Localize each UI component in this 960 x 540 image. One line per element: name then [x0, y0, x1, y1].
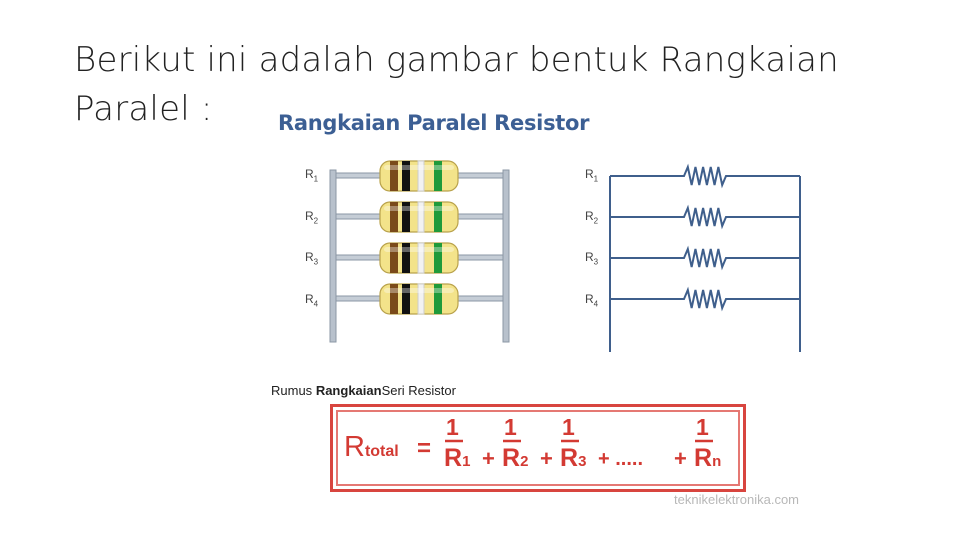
schematic-resistor-4 [610, 286, 800, 312]
color-band [434, 161, 442, 191]
denominator-r2: R2 [502, 444, 529, 472]
label-r4-right: R4 [585, 292, 599, 309]
color-band [402, 243, 410, 273]
plus-n: + [674, 446, 687, 471]
physical-resistor-2 [335, 201, 504, 233]
color-band [402, 284, 410, 314]
zigzag [610, 163, 800, 189]
physical-resistor-4 [335, 283, 504, 315]
color-band [434, 284, 442, 314]
diagram-title: Rangkaian Paralel Resistor [278, 111, 590, 135]
right-rail [502, 169, 510, 343]
schematic-resistor-1 [610, 163, 800, 189]
highlight [384, 247, 454, 252]
left-rail [329, 169, 337, 343]
label-r1-right: R1 [585, 167, 599, 184]
zigzag [610, 204, 800, 230]
label-r3-right: R3 [585, 250, 599, 267]
color-band [402, 161, 410, 191]
zigzag [610, 286, 800, 312]
highlight [384, 165, 454, 170]
ellipsis-terms: + ..... [598, 448, 644, 470]
numerator-2: 1 [504, 414, 517, 440]
formula-box [330, 404, 746, 492]
watermark: teknikelektronika.com [674, 492, 799, 507]
color-band [434, 202, 442, 232]
schematic-resistor-3 [610, 245, 800, 271]
formula-caption: Rumus RangkaianSeri Resistor [271, 383, 456, 398]
color-band [390, 202, 398, 232]
label-r4-left: R4 [305, 292, 319, 309]
color-band [417, 201, 425, 233]
label-r2-right: R2 [585, 209, 599, 226]
label-r2-left: R2 [305, 209, 319, 226]
physical-circuit [329, 160, 510, 343]
physical-resistor-3 [335, 242, 504, 274]
schematic-circuit [609, 163, 801, 352]
formula-lhs: Rtotal [344, 431, 399, 463]
color-band [417, 160, 425, 192]
numerator-3: 1 [562, 414, 575, 440]
color-band [402, 202, 410, 232]
denominator-r3: R3 [560, 444, 587, 472]
plus-1: + [482, 446, 495, 471]
physical-resistor-1 [335, 160, 504, 192]
zigzag [610, 245, 800, 271]
color-band [390, 243, 398, 273]
color-band [417, 242, 425, 274]
numerator-n: 1 [696, 414, 709, 440]
highlight [384, 288, 454, 293]
color-band [434, 243, 442, 273]
highlight [384, 206, 454, 211]
color-band [417, 283, 425, 315]
numerator-1: 1 [446, 414, 459, 440]
slide-title: Berikut ini adalah gambar bentuk Rangkai… [74, 40, 839, 129]
color-band [390, 161, 398, 191]
denominator-rn: Rn [694, 444, 722, 472]
schematic-resistor-2 [610, 204, 800, 230]
formula-equals: = [417, 435, 432, 462]
plus-2: + [540, 446, 553, 471]
denominator-r1: R1 [444, 444, 471, 472]
color-band [390, 284, 398, 314]
label-r3-left: R3 [305, 250, 319, 267]
label-r1-left: R1 [305, 167, 319, 184]
